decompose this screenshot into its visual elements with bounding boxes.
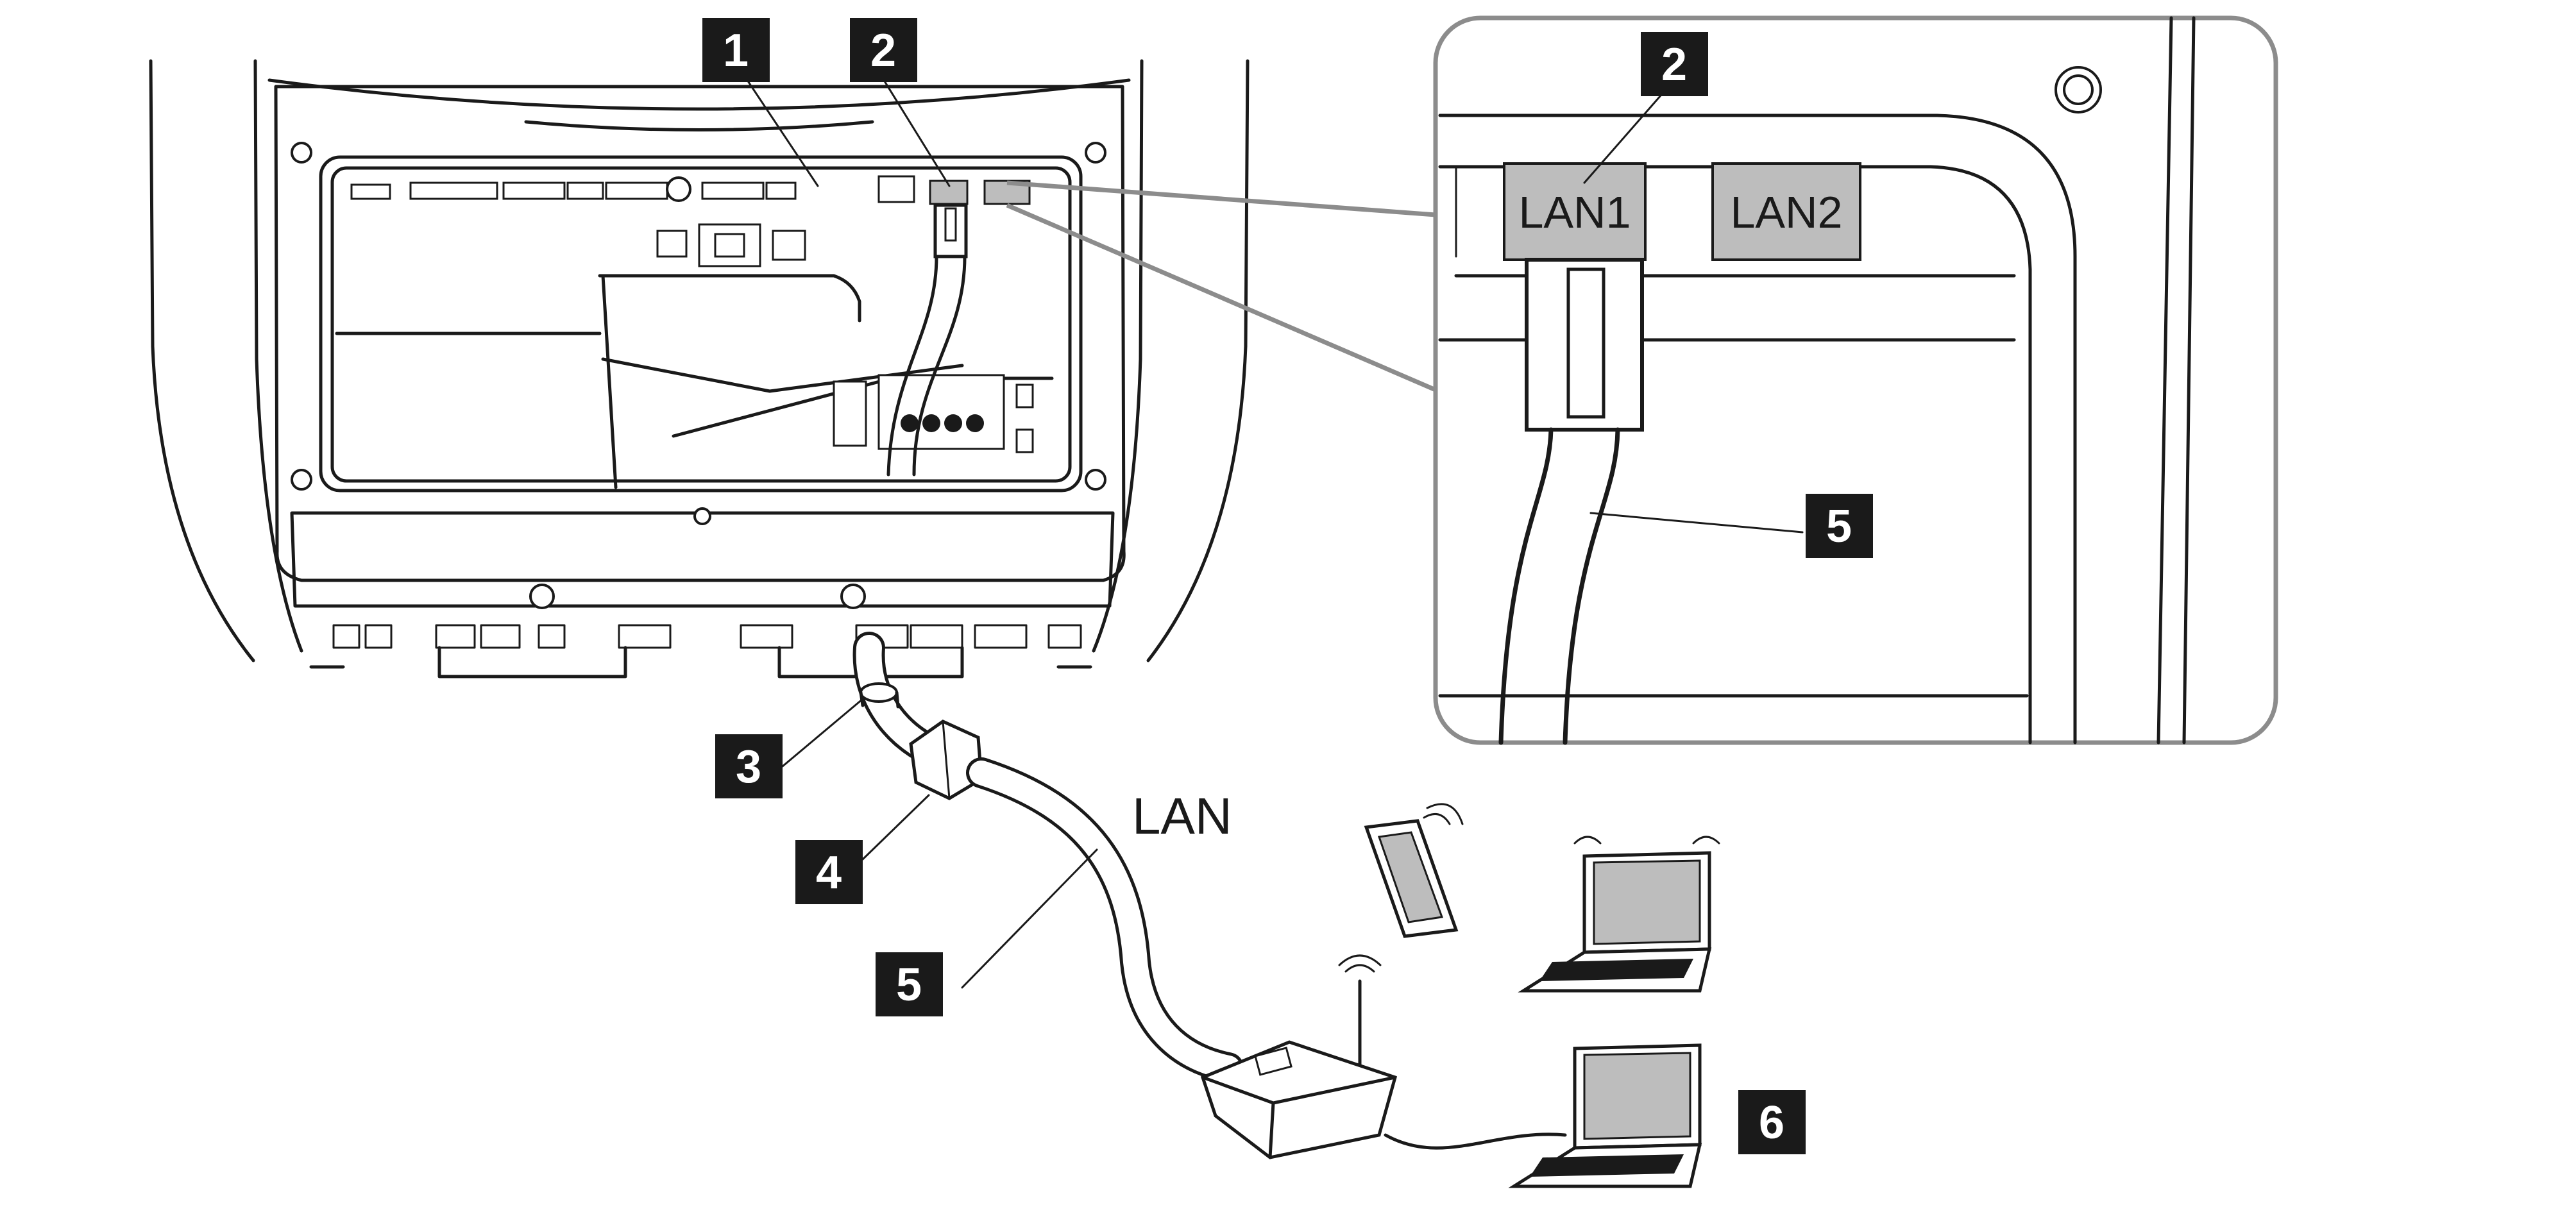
svg-text:4: 4 bbox=[816, 847, 842, 898]
leader-line bbox=[781, 698, 864, 768]
screw-icon bbox=[291, 142, 312, 164]
screw-icon bbox=[291, 469, 312, 491]
callout-5-detail: 5 bbox=[1806, 494, 1873, 558]
leader-line bbox=[1589, 512, 1804, 534]
lan-cable-outside bbox=[852, 632, 1244, 1083]
zoom-line bbox=[1006, 180, 1436, 217]
screw-icon bbox=[693, 507, 711, 525]
cable-glands bbox=[309, 624, 1092, 678]
wifi-signal-icon bbox=[1338, 954, 1382, 973]
screw-icon bbox=[1085, 142, 1106, 164]
seal-ring bbox=[860, 682, 898, 703]
leader-line bbox=[883, 79, 951, 187]
inverter-housing bbox=[149, 59, 1250, 678]
svg-text:5: 5 bbox=[1826, 501, 1852, 552]
callout-5: 5 bbox=[876, 952, 943, 1016]
leader-line bbox=[961, 848, 1098, 989]
screw-icon bbox=[1085, 469, 1106, 491]
tablet-icon bbox=[1364, 803, 1464, 938]
terminal-row bbox=[350, 175, 915, 203]
callout-2: 2 bbox=[850, 18, 917, 82]
callout-2-detail: 2 bbox=[1641, 32, 1708, 96]
zoom-line bbox=[1006, 203, 1437, 392]
cable-label: LAN bbox=[1132, 787, 1232, 845]
laptop-icon bbox=[1508, 1043, 1702, 1188]
svg-text:5: 5 bbox=[896, 959, 922, 1011]
callout-1: 1 bbox=[702, 18, 770, 82]
leader-line bbox=[861, 794, 930, 861]
lan1-port-label: LAN1 bbox=[1518, 187, 1631, 237]
detail-view: LAN1 LAN2 bbox=[1433, 15, 2278, 745]
leader-line bbox=[746, 79, 819, 187]
network-router-icon bbox=[1200, 954, 1398, 1159]
laptop-icon bbox=[1518, 836, 1720, 993]
svg-text:3: 3 bbox=[736, 741, 761, 793]
callout-6: 6 bbox=[1738, 1090, 1806, 1154]
lan2-port bbox=[1711, 162, 1861, 261]
svg-text:2: 2 bbox=[870, 25, 896, 76]
lan-cable-laptop bbox=[1384, 1132, 1567, 1150]
callout-3: 3 bbox=[715, 734, 783, 798]
callout-4: 4 bbox=[795, 840, 863, 904]
svg-text:1: 1 bbox=[723, 25, 749, 76]
leader-line bbox=[1583, 79, 1675, 184]
svg-text:6: 6 bbox=[1759, 1097, 1784, 1149]
screw-icon bbox=[666, 176, 691, 202]
screw-icon bbox=[840, 584, 866, 609]
screw-icon bbox=[529, 584, 555, 609]
lan1-port bbox=[1503, 162, 1647, 261]
svg-text:2: 2 bbox=[1661, 39, 1687, 90]
lan2-port-label: LAN2 bbox=[1730, 187, 1842, 237]
lan-cable-inside bbox=[886, 203, 968, 476]
connection-panel bbox=[319, 155, 1083, 492]
